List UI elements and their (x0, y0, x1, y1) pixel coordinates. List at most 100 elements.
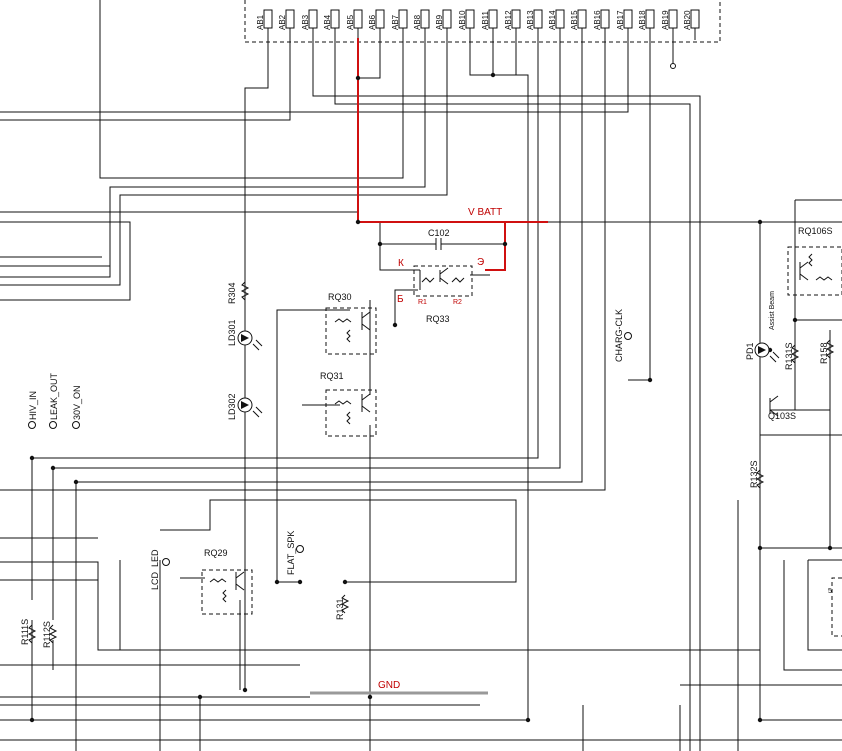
connector-pin-label: AB5 (346, 14, 355, 30)
connector-pin-label: AB13 (526, 10, 535, 30)
partial-block-right: 5 (828, 577, 842, 637)
rq33-label: RQ33 (426, 314, 450, 324)
junction-dot (827, 545, 833, 551)
connector-pin-ab4 (330, 9, 340, 29)
connector-pin-label: AB8 (413, 14, 422, 30)
ld302-label: LD302 (227, 393, 237, 420)
r132s-label: R132S (749, 460, 759, 488)
c102-label: C102 (428, 228, 450, 238)
connector-pin-ab19 (668, 9, 678, 29)
junction-dot (355, 75, 361, 81)
pin-b-label: Б (397, 294, 404, 305)
led-ld301 (237, 330, 263, 351)
transistor-rq29: RQ29 (201, 548, 253, 615)
rq29-label: RQ29 (204, 548, 228, 558)
pd1-label: PD1 (745, 342, 755, 360)
connector-pin-label: AB16 (593, 10, 602, 30)
charg-clk-label: CHARG-CLK (614, 309, 624, 362)
partial-block-label: 5 (828, 588, 832, 595)
r131-label: R131 (335, 598, 345, 620)
v30-on-label: 30V_ON (72, 385, 82, 420)
r131s-label: R131S (784, 342, 794, 370)
connector-pin-label: AB10 (458, 10, 467, 30)
resistors (27, 281, 835, 644)
junction-dot (502, 241, 508, 247)
junction-dot (757, 717, 763, 723)
pin-k-label: К (398, 258, 404, 269)
connector-pin-ab12 (511, 9, 521, 29)
rq33-r1-label: R1 (418, 299, 427, 306)
junction-dot (367, 694, 373, 700)
connector-pin-ab11 (488, 9, 498, 29)
connector-pin-label: AB7 (391, 14, 400, 30)
connector-pin-label: AB14 (548, 10, 557, 30)
transistor-rq106s: RQ106S (787, 226, 842, 296)
gnd-label: GND (378, 680, 400, 691)
junction-dots (29, 72, 833, 723)
connector-pin-ab14 (555, 9, 565, 29)
vbatt-highlight-path (357, 38, 548, 271)
rotated-labels: HIV_IN LEAK_OUT 30V_ON LCD_LED FLAT_SPK … (20, 282, 829, 648)
junction-dot (355, 219, 361, 225)
photodiode-pd1 (754, 342, 780, 363)
test-point-circles (28, 63, 676, 566)
r304-label: R304 (227, 282, 237, 304)
rq31-label: RQ31 (320, 371, 344, 381)
connector-pin-ab20 (690, 9, 700, 29)
connector-pin-ab17 (623, 9, 633, 29)
connector-pin-ab8 (420, 9, 430, 29)
connector-pin-label: AB2 (278, 14, 287, 30)
connector-pin-label: AB12 (504, 10, 513, 30)
connector-pin-ab10 (465, 9, 475, 29)
connector-pin-label: AB11 (481, 10, 490, 30)
junction-dot (197, 694, 203, 700)
junction-dot (757, 545, 763, 551)
connector-pin-label: AB17 (616, 10, 625, 30)
rq30-label: RQ30 (328, 292, 352, 302)
rq106s-label: RQ106S (798, 226, 833, 236)
junction-dot (757, 219, 763, 225)
connector-pin-ab7 (398, 9, 408, 29)
connector-pin-ab1 (263, 9, 273, 29)
transistor-rq33: R1 R2 RQ33 К Э Б (397, 257, 484, 324)
connector-pin-ab6 (375, 9, 385, 29)
junction-dot (29, 717, 35, 723)
q103s-label: Q103S (768, 411, 796, 421)
transistor-rq30: RQ30 (325, 292, 377, 355)
junction-dot (490, 72, 496, 78)
connector-pin-ab16 (600, 9, 610, 29)
connector-pin-ab9 (442, 9, 452, 29)
junction-dot (392, 322, 398, 328)
connector-pin-label: AB3 (301, 14, 310, 30)
capacitor-c102: C102 (428, 228, 450, 250)
connector-pin-ab5 (353, 9, 363, 29)
pin-e-label: Э (477, 257, 484, 268)
ld301-label: LD301 (227, 319, 237, 346)
connector-pin-ab13 (533, 9, 543, 29)
flat-spk-label: FLAT_SPK (286, 531, 296, 575)
vbatt-label: V BATT (468, 207, 502, 218)
junction-dot (377, 241, 383, 247)
rq33-r2-label: R2 (453, 299, 462, 306)
lcd-led-label: LCD_LED (150, 549, 160, 590)
junction-dot (525, 717, 531, 723)
junction-dot (342, 579, 348, 585)
leak-out-label: LEAK_OUT (49, 372, 59, 420)
connector-pin-label: AB18 (638, 10, 647, 30)
junction-dot (297, 579, 303, 585)
led-ld302 (237, 397, 263, 418)
connector-pin-label: AB20 (683, 10, 692, 30)
connector-pin-label: AB9 (435, 14, 444, 30)
transistor-rq31: RQ31 (320, 371, 377, 437)
assist-beam-label: Assist Beam (769, 291, 776, 330)
transistor-q103s: Q103S (768, 395, 796, 421)
junction-dot (792, 317, 798, 323)
junction-dot (50, 465, 56, 471)
junction-dot (647, 377, 653, 383)
hiv-in-label: HIV_IN (28, 391, 38, 420)
junction-dot (29, 455, 35, 461)
connector-pin-ab15 (577, 9, 587, 29)
